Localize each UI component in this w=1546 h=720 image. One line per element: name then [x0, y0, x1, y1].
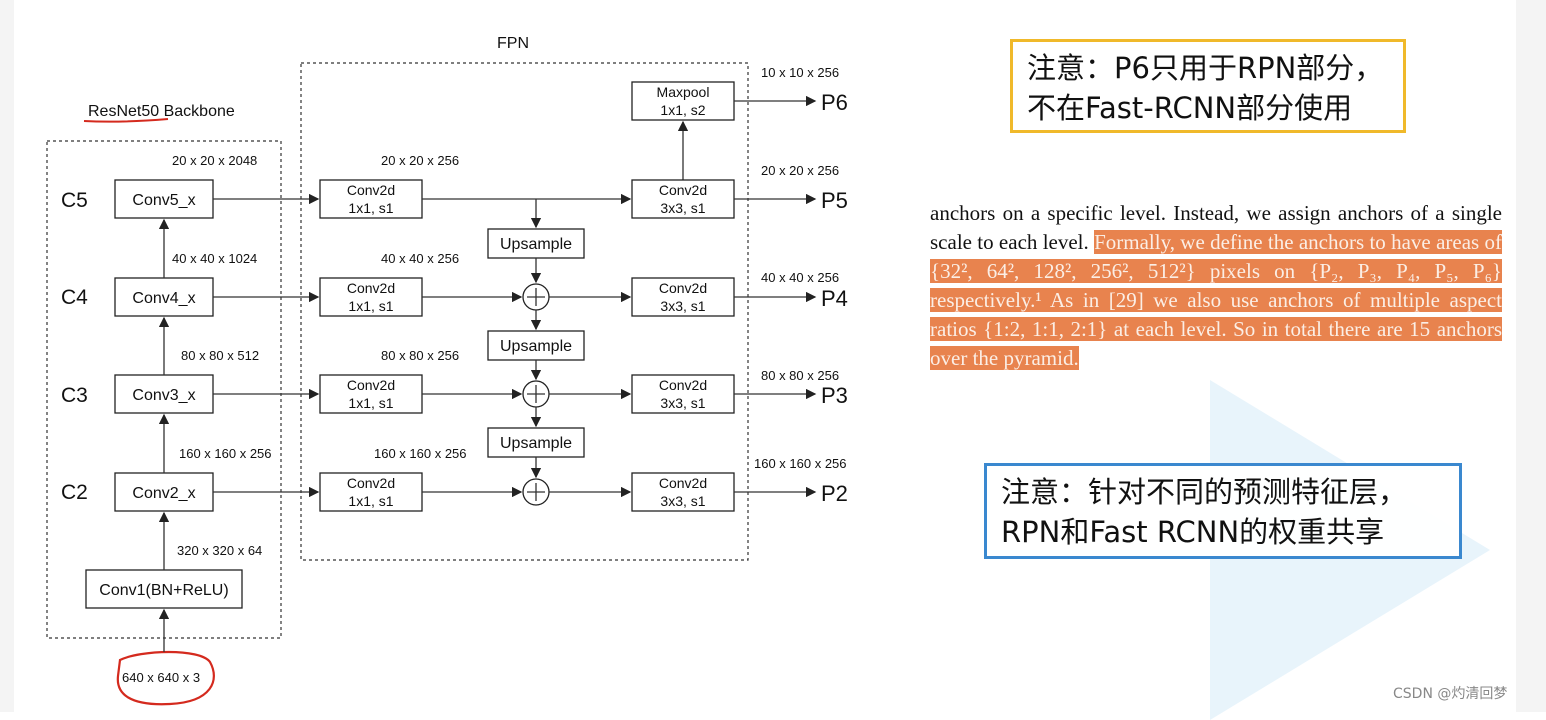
maxpool-block: Maxpool 1x1, s2	[631, 81, 735, 121]
upsample-1: Upsample	[487, 228, 585, 259]
conv-params: 1x1, s1	[348, 395, 393, 411]
output-shape: 20 x 20 x 256	[381, 153, 459, 168]
output-conv-p5: Conv2d 3x3, s1 20 x 20 x 256 P5	[631, 163, 848, 219]
stage-name: C4	[61, 286, 88, 309]
paper-excerpt: anchors on a specific level. Instead, we…	[930, 199, 1503, 373]
paper-plain-text: anchors on a specific level. Instead, we…	[930, 201, 1502, 254]
stage-name: C3	[61, 384, 88, 407]
conv-label: Conv2d	[347, 377, 395, 393]
conv-label: Conv2d	[347, 475, 395, 491]
maxpool-label: Maxpool	[657, 84, 710, 100]
stage-c5: C5 Conv5_x 20 x 20 x 2048	[61, 153, 257, 219]
conv-params: 3x3, s1	[660, 395, 705, 411]
level-label: P2	[821, 481, 848, 506]
conv-params: 1x1, s1	[348, 298, 393, 314]
sum-node-p3	[522, 380, 550, 408]
output-shape: 40 x 40 x 256	[381, 251, 459, 266]
conv-label: Conv2d	[347, 280, 395, 296]
output-conv-p2: Conv2d 3x3, s1 160 x 160 x 256 P2	[631, 456, 848, 512]
input-size: 640 x 640 x 3	[122, 670, 200, 685]
lateral-conv-p5: Conv2d 1x1, s1 20 x 20 x 256	[319, 153, 459, 219]
stage-c3: C3 Conv3_x 80 x 80 x 512	[61, 348, 259, 414]
stage-c4: C4 Conv4_x 40 x 40 x 1024	[61, 251, 257, 317]
left-margin	[0, 0, 14, 712]
output-conv-p4: Conv2d 3x3, s1 40 x 40 x 256 P4	[631, 270, 848, 317]
output-shape: 20 x 20 x 2048	[172, 153, 257, 168]
fpn-title: FPN	[497, 35, 529, 52]
conv-label: Conv2d	[659, 475, 707, 491]
level-label: P5	[821, 188, 848, 213]
backbone-title: ResNet50 Backbone	[88, 103, 235, 120]
conv-params: 3x3, s1	[660, 298, 705, 314]
output-shape: 40 x 40 x 256	[761, 270, 839, 285]
conv-label: Conv2d	[659, 377, 707, 393]
fpn-architecture-diagram: ResNet50 Backbone FPN C5 Conv5_x 20 x 20…	[46, 35, 848, 706]
output-shape: 20 x 20 x 256	[761, 163, 839, 178]
conv-params: 3x3, s1	[660, 493, 705, 509]
note-p6-rpn-only: 注意：P6只用于RPN部分， 不在Fast-RCNN部分使用	[1010, 39, 1406, 133]
note-line: 不在Fast-RCNN部分使用	[1027, 91, 1353, 125]
conv-label: Conv2d	[659, 280, 707, 296]
output-shape: 160 x 160 x 256	[179, 446, 272, 461]
block-label: Conv3_x	[132, 387, 195, 404]
conv-params: 1x1, s1	[348, 493, 393, 509]
conv4-block	[114, 277, 214, 317]
output-shape: 80 x 80 x 256	[761, 368, 839, 383]
output-shape: 40 x 40 x 1024	[172, 251, 257, 266]
output-conv-p3: Conv2d 3x3, s1 80 x 80 x 256 P3	[631, 368, 848, 414]
block-label: Conv5_x	[132, 192, 195, 209]
lateral-conv-p3: Conv2d 1x1, s1 80 x 80 x 256	[319, 348, 459, 414]
red-circle-annotation	[116, 650, 215, 706]
sum-node-p2	[522, 478, 550, 506]
upsample-2: Upsample	[487, 330, 585, 361]
red-underline-annotation	[83, 118, 169, 123]
stage-c2: C2 Conv2_x 160 x 160 x 256	[61, 446, 272, 512]
stage-name: C5	[61, 189, 88, 212]
right-scrollbar-area	[1516, 0, 1546, 712]
conv-params: 3x3, s1	[660, 200, 705, 216]
note-weight-sharing: 注意：针对不同的预测特征层， RPN和Fast RCNN的权重共享	[984, 463, 1462, 559]
upsample-label: Upsample	[500, 435, 572, 452]
note-line: 注意：P6只用于RPN部分，	[1027, 51, 1384, 85]
level-label: P4	[821, 286, 848, 311]
output-shape: 160 x 160 x 256	[754, 456, 847, 471]
note-line: 注意：针对不同的预测特征层，	[1001, 475, 1408, 509]
output-shape: 80 x 80 x 512	[181, 348, 259, 363]
conv1-output-shape: 320 x 320 x 64	[177, 543, 262, 558]
output-shape: 160 x 160 x 256	[374, 446, 467, 461]
fpn-container	[300, 62, 749, 561]
block-label: Conv4_x	[132, 290, 195, 307]
conv1-label: Conv1(BN+ReLU)	[99, 582, 228, 599]
level-label: P3	[821, 383, 848, 408]
p6-label: P6	[821, 90, 848, 115]
conv-params: 1x1, s1	[348, 200, 393, 216]
watermark: CSDN @灼清回梦	[1393, 686, 1508, 702]
lateral-conv-p4: Conv2d 1x1, s1 40 x 40 x 256	[319, 251, 459, 317]
upsample-label: Upsample	[500, 338, 572, 355]
sum-node-p4	[522, 283, 550, 311]
lateral-conv-p2: Conv2d 1x1, s1 160 x 160 x 256	[319, 446, 467, 512]
p6-output-shape: 10 x 10 x 256	[761, 65, 839, 80]
maxpool-params: 1x1, s2	[660, 102, 705, 118]
note-line: RPN和Fast RCNN的权重共享	[1001, 515, 1385, 549]
output-shape: 80 x 80 x 256	[381, 348, 459, 363]
stage-name: C2	[61, 481, 88, 504]
upsample-label: Upsample	[500, 236, 572, 253]
conv-label: Conv2d	[347, 182, 395, 198]
upsample-3: Upsample	[487, 427, 585, 458]
conv-label: Conv2d	[659, 182, 707, 198]
block-label: Conv2_x	[132, 485, 195, 502]
